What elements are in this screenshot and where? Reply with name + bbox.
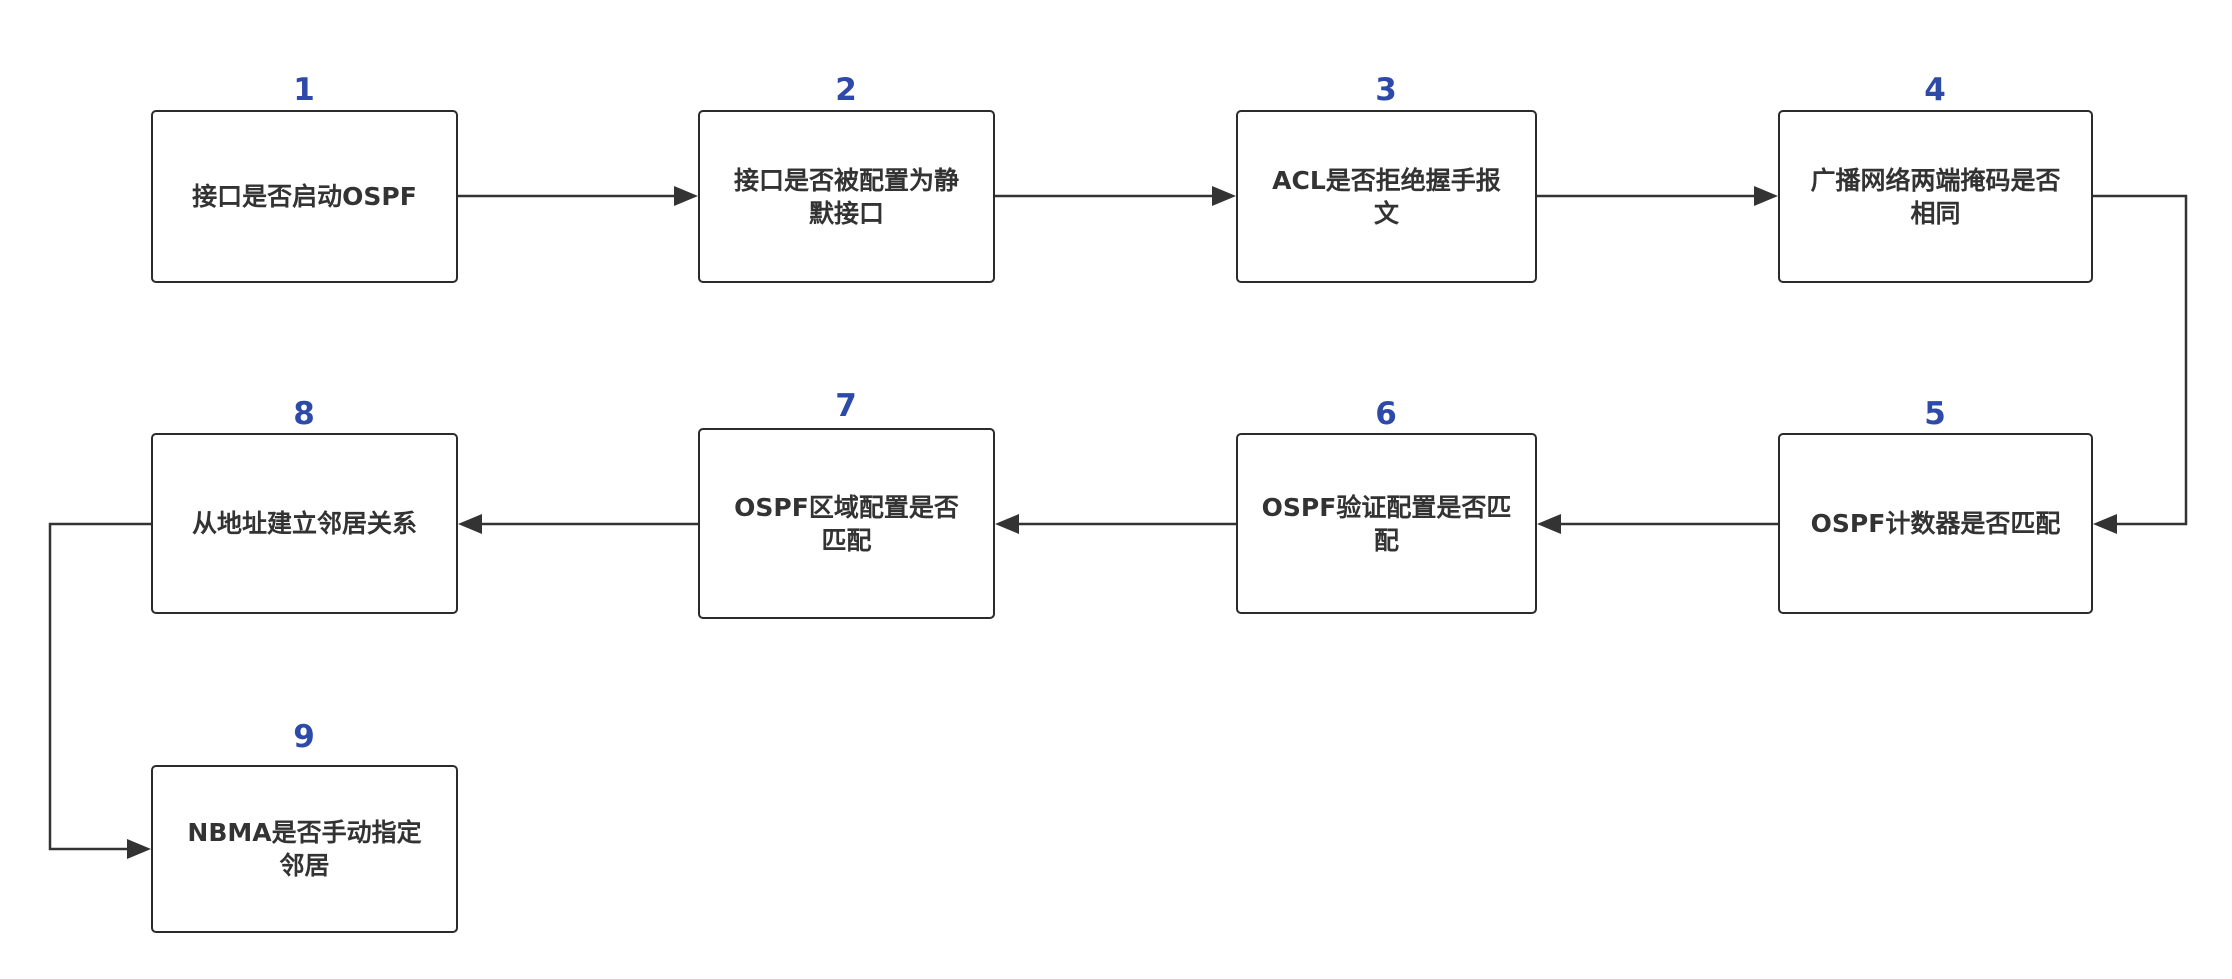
step-box-4: 广播网络两端掩码是否相同 bbox=[1778, 110, 2093, 283]
step-label-5: OSPF计数器是否匹配 bbox=[1810, 509, 2061, 538]
arrowhead-8-to-9 bbox=[127, 839, 151, 859]
step-label-2: 接口是否被配置为静默接口 bbox=[733, 165, 959, 228]
step-number-5: 5 bbox=[1924, 396, 1946, 432]
step-box-7: OSPF区域配置是否匹配 bbox=[698, 428, 995, 619]
step-number-4: 4 bbox=[1924, 72, 1946, 108]
step-box-9: NBMA是否手动指定邻居 bbox=[151, 765, 458, 933]
arrowhead-3-to-4 bbox=[1754, 186, 1778, 206]
step-number-2: 2 bbox=[835, 72, 857, 108]
step-box-6: OSPF验证配置是否匹配 bbox=[1236, 433, 1537, 614]
step-box-8: 从地址建立邻居关系 bbox=[151, 433, 458, 614]
connector-4-to-5 bbox=[2093, 194, 2188, 526]
step-number-3: 3 bbox=[1375, 72, 1397, 108]
step-label-4: 广播网络两端掩码是否相同 bbox=[1810, 165, 2061, 228]
step-number-1: 1 bbox=[293, 72, 315, 108]
step-box-2: 接口是否被配置为静默接口 bbox=[698, 110, 995, 283]
arrowhead-5-to-6 bbox=[1537, 514, 1561, 534]
step-number-6: 6 bbox=[1375, 396, 1397, 432]
step-label-9: NBMA是否手动指定邻居 bbox=[187, 818, 422, 880]
step-label-1: 接口是否启动OSPF bbox=[192, 182, 417, 211]
arrowhead-7-to-8 bbox=[458, 514, 482, 534]
connector-8-to-9 bbox=[48, 522, 151, 851]
step-label-8: 从地址建立邻居关系 bbox=[191, 509, 417, 538]
step-label-3: ACL是否拒绝握手报文 bbox=[1272, 165, 1501, 228]
step-box-5: OSPF计数器是否匹配 bbox=[1778, 433, 2093, 614]
arrowhead-2-to-3 bbox=[1212, 186, 1236, 206]
step-label-6: OSPF验证配置是否匹配 bbox=[1261, 492, 1512, 555]
step-label-7: OSPF区域配置是否匹配 bbox=[734, 492, 959, 555]
step-box-3: ACL是否拒绝握手报文 bbox=[1236, 110, 1537, 283]
step-number-7: 7 bbox=[835, 388, 857, 424]
step-number-9: 9 bbox=[293, 719, 315, 755]
arrowhead-6-to-7 bbox=[995, 514, 1019, 534]
arrowhead-1-to-2 bbox=[674, 186, 698, 206]
arrowhead-4-to-5 bbox=[2093, 514, 2117, 534]
step-box-1: 接口是否启动OSPF bbox=[151, 110, 458, 283]
step-number-8: 8 bbox=[293, 396, 315, 432]
